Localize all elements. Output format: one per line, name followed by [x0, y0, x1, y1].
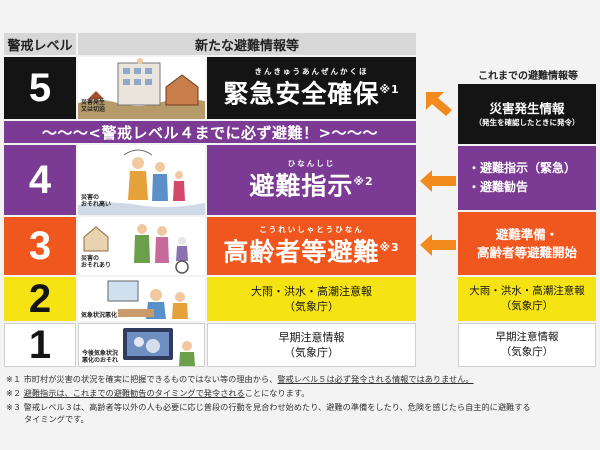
arrow-to-level-4-icon: [420, 170, 456, 192]
level-4-info: ひなんしじ 避難指示※2: [207, 145, 416, 215]
level-2-illustration: 気象状況悪化: [78, 277, 205, 321]
level-5-title: 緊急安全確保※1: [223, 76, 399, 108]
info-line-2: （気象庁）: [284, 346, 339, 359]
footnote-3-cont: タイミングです。: [24, 413, 89, 425]
old-line-2: 高齢者等避難開始: [476, 244, 577, 260]
footnotes: ※１ 市町村が災害の状況を確実に把握できるものではない等の理由から、警戒レベル５…: [6, 373, 596, 433]
ruby-text: きんきゅうあんぜんかくほ: [254, 67, 369, 77]
ruby-text: ひなんしじ: [287, 159, 336, 169]
footnote-2-emphasis: 避難指示は、これまでの避難勧告のタイミングで発令される: [23, 388, 245, 398]
elderly-evacuation-illustration: [78, 217, 205, 275]
header-old-info: これまでの避難情報等: [478, 71, 578, 82]
old-level-5-info: 災害発生情報 （発生を確認したときに発令）: [458, 84, 596, 144]
ruby-text: こうれいしゃとうひなん: [259, 225, 364, 235]
title-text: 緊急安全確保: [223, 79, 380, 109]
evacuation-banner: 〜〜〜<警戒レベル４までに必ず避難！>〜〜〜: [4, 121, 416, 143]
level-number: 4: [28, 157, 52, 202]
tv-forecast-illustration: [79, 324, 204, 366]
note-mark: ※3: [379, 241, 400, 255]
footnote-3-text-2: タイミングです。: [24, 414, 89, 424]
old-line-2: （気象庁）: [500, 300, 554, 312]
info-line-1: 早期注意情報: [278, 331, 345, 344]
level-5-illustration: 災害発生 又は切迫: [78, 57, 205, 119]
footnote-2-text: ことになります。: [244, 388, 310, 398]
note-mark: ※1: [379, 83, 400, 97]
level-5-info: きんきゅうあんぜんかくほ 緊急安全確保※1: [207, 57, 416, 119]
info-line-2: （気象庁）: [284, 300, 339, 313]
header-level: 警戒レベル: [4, 33, 76, 55]
old-level-4-info: ・避難指示（緊急） ・避難勧告: [458, 146, 596, 210]
footnote-3-text: ※３ 警戒レベル３は、高齢者等以外の人も必要に応じ普段の行動を見合わせ始めたり、…: [6, 402, 531, 412]
level-3-badge: 3: [4, 217, 76, 275]
old-sub: （発生を確認したときに発令）: [474, 118, 580, 127]
level-number: 5: [28, 65, 52, 110]
level-2-info: 大雨・洪水・高潮注意報 （気象庁）: [207, 277, 416, 321]
level-5-badge: 5: [4, 57, 76, 119]
old-line-1: 早期注意情報: [495, 331, 559, 343]
old-line-1: 大雨・洪水・高潮注意報: [469, 285, 585, 297]
evacuating-family-illustration: [78, 145, 205, 215]
footnote-3: ※３ 警戒レベル３は、高齢者等以外の人も必要に応じ普段の行動を見合わせ始めたり、…: [6, 401, 531, 413]
old-level-3-info: 避難準備・ 高齢者等避難開始: [458, 212, 596, 275]
level-number: 2: [28, 276, 52, 321]
old-line-2: （気象庁）: [500, 346, 554, 358]
level-3-title: 高齢者等避難※3: [223, 234, 399, 266]
old-line-2: ・避難勧告: [468, 180, 529, 194]
footnote-1-emphasis: 警戒レベル５は必ず発令される情報ではありません。: [277, 374, 474, 384]
illustration-caption: 気象状況悪化: [81, 312, 118, 319]
level-4-illustration: 災害の おそれ高い: [78, 145, 205, 215]
level-2-badge: 2: [4, 277, 76, 321]
illustration-caption: 災害の おそれあり: [81, 255, 112, 269]
old-title: 災害発生情報: [489, 101, 565, 116]
level-1-illustration: 今後気象状況 悪化のおそれ: [78, 323, 205, 367]
banner-text: 〜〜〜<警戒レベル４までに必ず避難！>〜〜〜: [41, 123, 379, 142]
footnote-1-text: ※１ 市町村が災害の状況を確実に把握できるものではない等の理由から、: [6, 374, 278, 384]
footnote-1: ※１ 市町村が災害の状況を確実に把握できるものではない等の理由から、警戒レベル５…: [6, 373, 474, 385]
level-number: 3: [28, 223, 52, 268]
level-1-info: 早期注意情報 （気象庁）: [207, 323, 416, 367]
level-4-title: 避難指示※2: [249, 168, 373, 200]
arrow-to-level-3-icon: [420, 234, 456, 256]
old-level-1-info: 早期注意情報 （気象庁）: [458, 323, 596, 367]
footnote-2: ※２ 避難指示は、これまでの避難勧告のタイミングで発令されることになります。: [6, 387, 309, 399]
illustration-caption: 今後気象状況 悪化のおそれ: [82, 350, 119, 364]
header-new-info: 新たな避難情報等: [78, 33, 416, 55]
illustration-caption: 災害発生 又は切迫: [81, 99, 106, 113]
level-3-illustration: 災害の おそれあり: [78, 217, 205, 275]
level-4-badge: 4: [4, 145, 76, 215]
arrow-to-level-5-icon: [426, 92, 452, 116]
title-text: 避難指示: [249, 171, 354, 201]
title-text: 高齢者等避難: [223, 237, 380, 267]
old-level-2-info: 大雨・洪水・高潮注意報 （気象庁）: [458, 277, 596, 321]
level-3-info: こうれいしゃとうひなん 高齢者等避難※3: [207, 217, 416, 275]
level-number: 1: [28, 322, 52, 367]
flood-building-illustration: [78, 57, 205, 119]
note-mark: ※2: [353, 175, 374, 189]
level-1-badge: 1: [4, 323, 76, 367]
old-line-1: 避難準備・: [495, 226, 559, 242]
info-line-1: 大雨・洪水・高潮注意報: [251, 285, 372, 298]
weather-check-illustration: [78, 277, 205, 321]
footnote-2-mark: ※２: [6, 388, 24, 398]
illustration-caption: 災害の おそれ高い: [81, 194, 112, 208]
old-line-1: ・避難指示（緊急）: [468, 161, 577, 175]
